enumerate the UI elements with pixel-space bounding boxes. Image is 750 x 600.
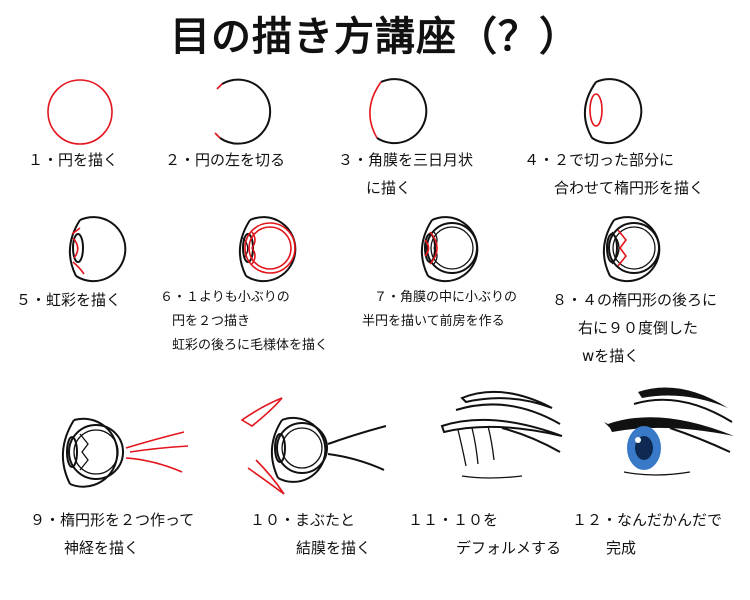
caption-line: 右に９０度倒した — [578, 319, 699, 337]
eyelid-thick — [638, 387, 728, 408]
caption-line: 結膜を描く — [296, 539, 372, 557]
lens-w-shape — [617, 229, 628, 267]
lower-lash — [461, 475, 523, 479]
cornea-crescent — [584, 81, 597, 139]
caption-line: ８・４の楕円形の後ろに — [552, 291, 718, 309]
ciliary-body — [251, 231, 256, 265]
step-5-figure — [69, 216, 127, 283]
step-1-caption: １・円を描く — [28, 146, 118, 174]
step-10-caption: １０・まぶたと 結膜を描く — [250, 506, 371, 562]
caption-line: ９・楕円形を２つ作って — [30, 511, 195, 529]
eyelid-fold — [460, 390, 553, 409]
step-3-caption: ３・角膜を三日月状 に描く — [338, 146, 473, 202]
step-2-caption: ２・円の左を切る — [165, 146, 285, 174]
caption-line: １２・なんだかんだで — [572, 511, 723, 529]
optic-nerve — [125, 431, 185, 473]
step-5-caption: ５・虹彩を描く — [16, 286, 121, 314]
step-2-figure — [214, 78, 272, 145]
caption-line: ３・角膜を三日月状 — [338, 151, 474, 169]
step-6-caption: ６・１よりも小ぶりの 円を２つ描き 虹彩の後ろに毛様体を描く — [160, 286, 328, 358]
step-6-figure — [239, 216, 297, 283]
upper-lash-line — [440, 418, 563, 437]
step-7-figure — [421, 216, 479, 283]
step-10-figure — [240, 397, 387, 495]
caption-line: ５・虹彩を描く — [16, 291, 122, 309]
caption-line: 完成 — [606, 539, 637, 557]
caption-line: デフォルメする — [456, 539, 562, 557]
step-8-caption: ８・４の楕円形の後ろに 右に９０度倒した wを描く — [552, 286, 717, 370]
step-9-figure — [61, 417, 189, 488]
eyeball-outline — [376, 78, 428, 145]
caption-line: ７・角膜の中に小ぶりの — [374, 290, 518, 305]
step-7-caption: ７・角膜の中に小ぶりの 半円を描いて前房を作る — [362, 286, 517, 334]
page-title: 目の描き方講座（？） — [170, 14, 580, 60]
step-11-caption: １１・１０を デフォルメする — [408, 506, 561, 562]
caption-line: 虹彩の後ろに毛様体を描く — [172, 338, 329, 353]
step-4-caption: ４・２で切った部分に 合わせて楕円形を描く — [524, 146, 704, 202]
step-12-figure — [604, 387, 734, 476]
cut-circle — [219, 78, 272, 145]
step-4-figure — [584, 78, 643, 145]
caption-line: ６・１よりも小ぶりの — [160, 290, 290, 305]
iris-lines — [71, 227, 85, 275]
eyeball-outline — [591, 78, 643, 145]
anterior-chamber — [429, 231, 438, 265]
caption-line: 神経を描く — [64, 539, 140, 557]
step-1-figure — [47, 79, 113, 145]
caption-line: ４・２で切った部分に — [524, 151, 675, 169]
eyelid-lower — [247, 459, 285, 495]
inner-circle-a — [244, 222, 296, 274]
caption-line: 円を２つ描き — [172, 314, 251, 329]
caption-line: wを描く — [582, 347, 640, 365]
step-9-caption: ９・楕円形を２つ作って 神経を描く — [30, 506, 194, 562]
cornea-crescent — [369, 81, 382, 139]
step-11-figure — [440, 390, 563, 479]
caption-line: に描く — [366, 179, 412, 197]
red-circle — [47, 79, 113, 145]
caption-line: １１・１０を — [408, 511, 499, 529]
caption-line: １・円を描く — [28, 151, 119, 169]
cut-marks — [214, 83, 223, 139]
caption-line: ２・円の左を切る — [165, 151, 286, 169]
step-8-figure — [603, 216, 661, 283]
upper-lash — [608, 417, 734, 436]
step-12-caption: １２・なんだかんだで 完成 — [572, 506, 722, 562]
caption-line: 合わせて楕円形を描く — [554, 179, 705, 197]
red-ellipse — [589, 93, 603, 127]
caption-line: 半円を描いて前房を作る — [362, 314, 505, 329]
inner-circle-b — [248, 226, 292, 270]
eyelid-upper — [240, 397, 283, 427]
step-3-figure — [369, 78, 428, 145]
caption-line: １０・まぶたと — [250, 511, 356, 529]
